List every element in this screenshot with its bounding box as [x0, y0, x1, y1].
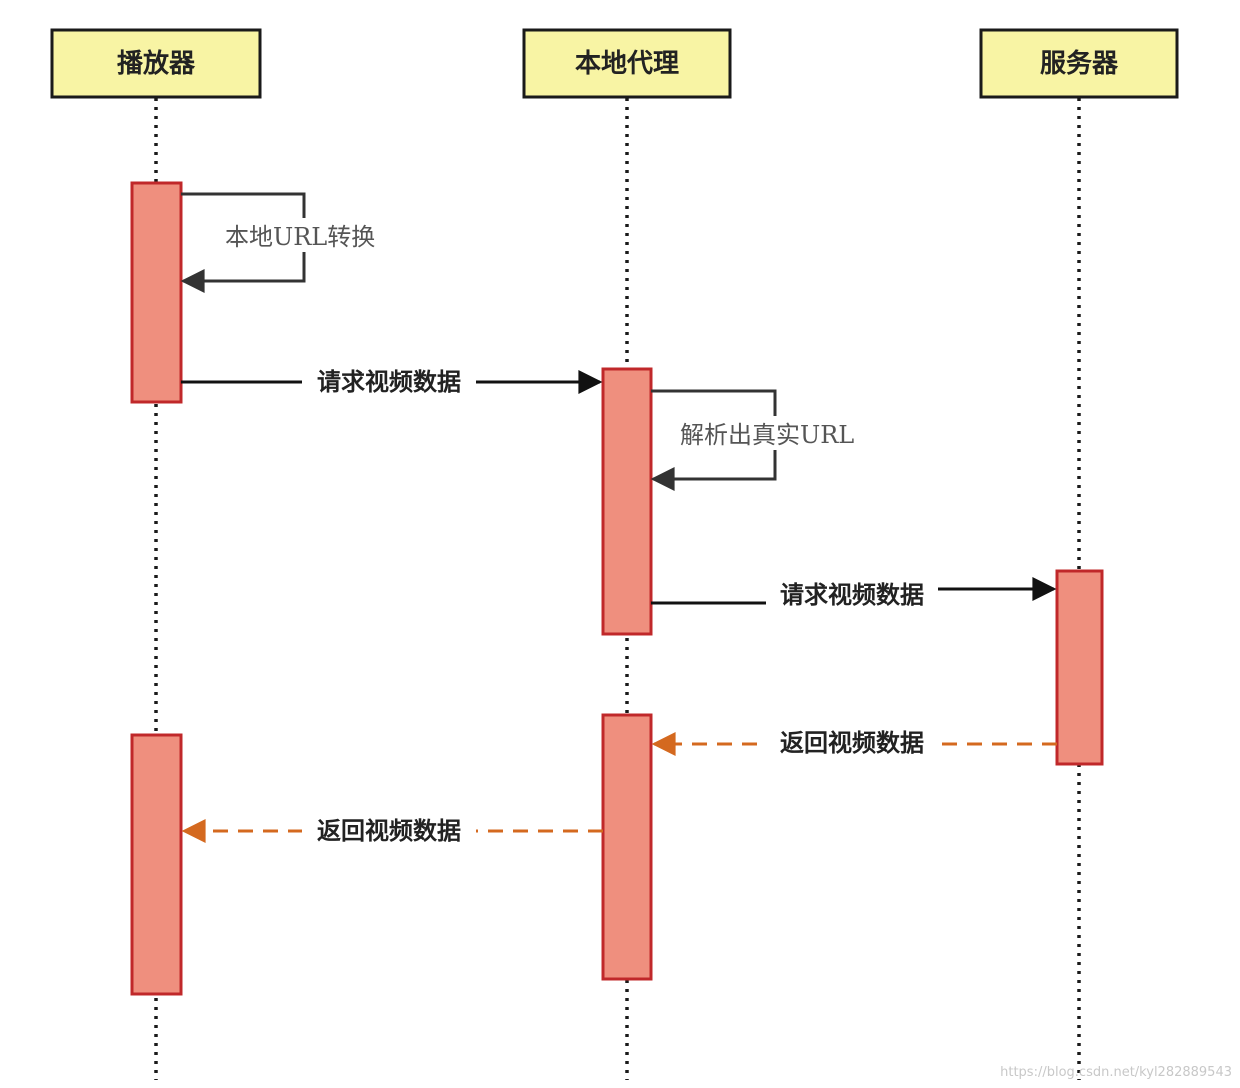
request-player-to-proxy-label: 请求视频数据 — [317, 368, 461, 396]
player-activation-2 — [130, 733, 183, 996]
return-server-to-proxy-label: 返回视频数据 — [780, 729, 924, 757]
proxy-activation-2 — [601, 713, 653, 981]
participant-server: 服务器 — [979, 28, 1179, 99]
request-proxy-to-server: 请求视频数据 — [651, 577, 1057, 609]
proxy-self-message: 解析出真实URL — [650, 389, 873, 491]
participant-proxy: 本地代理 — [522, 28, 732, 99]
return-proxy-to-player-label: 返回视频数据 — [317, 817, 461, 845]
player-self-message: 本地URL转换 — [180, 192, 386, 293]
player-self-message-label: 本地URL转换 — [225, 223, 375, 251]
return-proxy-to-player: 返回视频数据 — [181, 813, 603, 847]
request-proxy-to-server-label: 请求视频数据 — [780, 581, 924, 609]
participant-server-label: 服务器 — [1040, 49, 1119, 79]
participant-player-label: 播放器 — [117, 48, 196, 79]
watermark: https://blog.csdn.net/kyl282889543 — [1000, 1065, 1232, 1080]
participant-player: 播放器 — [50, 28, 262, 99]
player-activation-1 — [130, 181, 183, 404]
return-server-to-proxy: 返回视频数据 — [651, 726, 1057, 760]
server-activation-1 — [1055, 569, 1104, 766]
request-player-to-proxy: 请求视频数据 — [181, 364, 603, 398]
proxy-self-message-label: 解析出真实URL — [680, 421, 854, 449]
proxy-activation-1 — [601, 367, 653, 636]
participant-proxy-label: 本地代理 — [575, 49, 679, 79]
